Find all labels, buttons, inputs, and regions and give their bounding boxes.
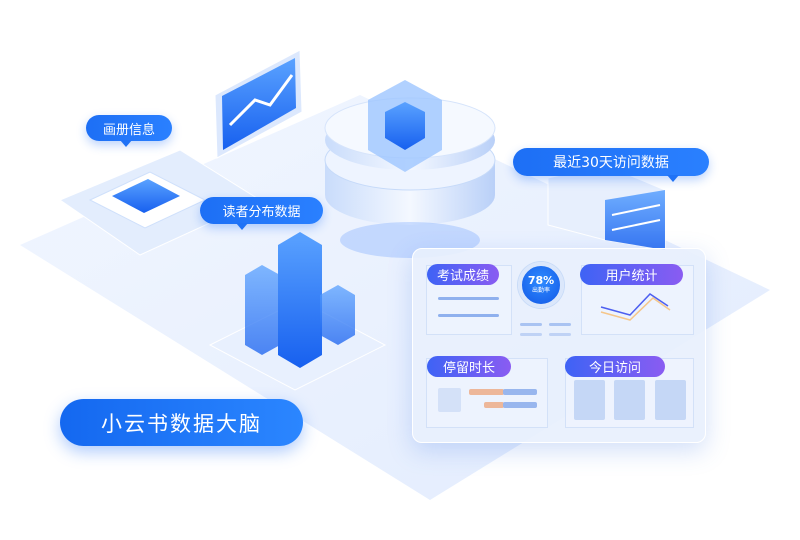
label-recent-text: 最近30天访问数据: [553, 155, 669, 171]
stay-bar-orange: [484, 402, 504, 408]
bar-chart-monitor: [214, 49, 303, 159]
cylinder-stack: [324, 80, 496, 258]
label-recent-visits: 最近30天访问数据: [513, 148, 709, 182]
gauge-line: [520, 323, 542, 326]
label-readers-text: 读者分布数据: [222, 205, 301, 220]
label-album: 画册信息: [86, 115, 172, 147]
users-label: 用户统计: [605, 269, 658, 284]
brand-banner: 小云书数据大脑: [60, 399, 303, 446]
gauge-line: [549, 323, 571, 326]
today-block: [574, 380, 605, 420]
gauge-line: [520, 333, 542, 336]
today-block: [655, 380, 686, 420]
stay-bar-orange: [469, 389, 504, 395]
stay-block: [438, 388, 461, 412]
brand-title: 小云书数据大脑: [101, 411, 262, 436]
today-block: [614, 380, 645, 420]
exam-line: [438, 297, 499, 300]
3d-bars: [245, 232, 355, 368]
gauge-line: [549, 333, 571, 336]
label-album-text: 画册信息: [102, 122, 155, 138]
server-stack: [547, 164, 666, 251]
attendance-gauge: 78% 出勤率: [518, 262, 564, 308]
users-pill: 用户统计: [580, 264, 683, 285]
exam-label: 考试成绩: [436, 269, 489, 284]
stay-label: 停留时长: [442, 361, 495, 376]
stay-bar-blue: [503, 389, 537, 395]
gauge-label: 出勤率: [531, 287, 550, 294]
exam-pill: 考试成绩: [427, 264, 499, 285]
stay-bar-blue: [503, 402, 537, 408]
users-line-chart: [600, 293, 671, 321]
stay-pill: 停留时长: [427, 356, 511, 377]
today-pill: 今日访问: [565, 356, 665, 377]
label-readers: 读者分布数据: [200, 197, 323, 230]
exam-line: [438, 314, 499, 317]
gauge-value: 78%: [527, 274, 555, 287]
today-label: 今日访问: [588, 361, 641, 376]
